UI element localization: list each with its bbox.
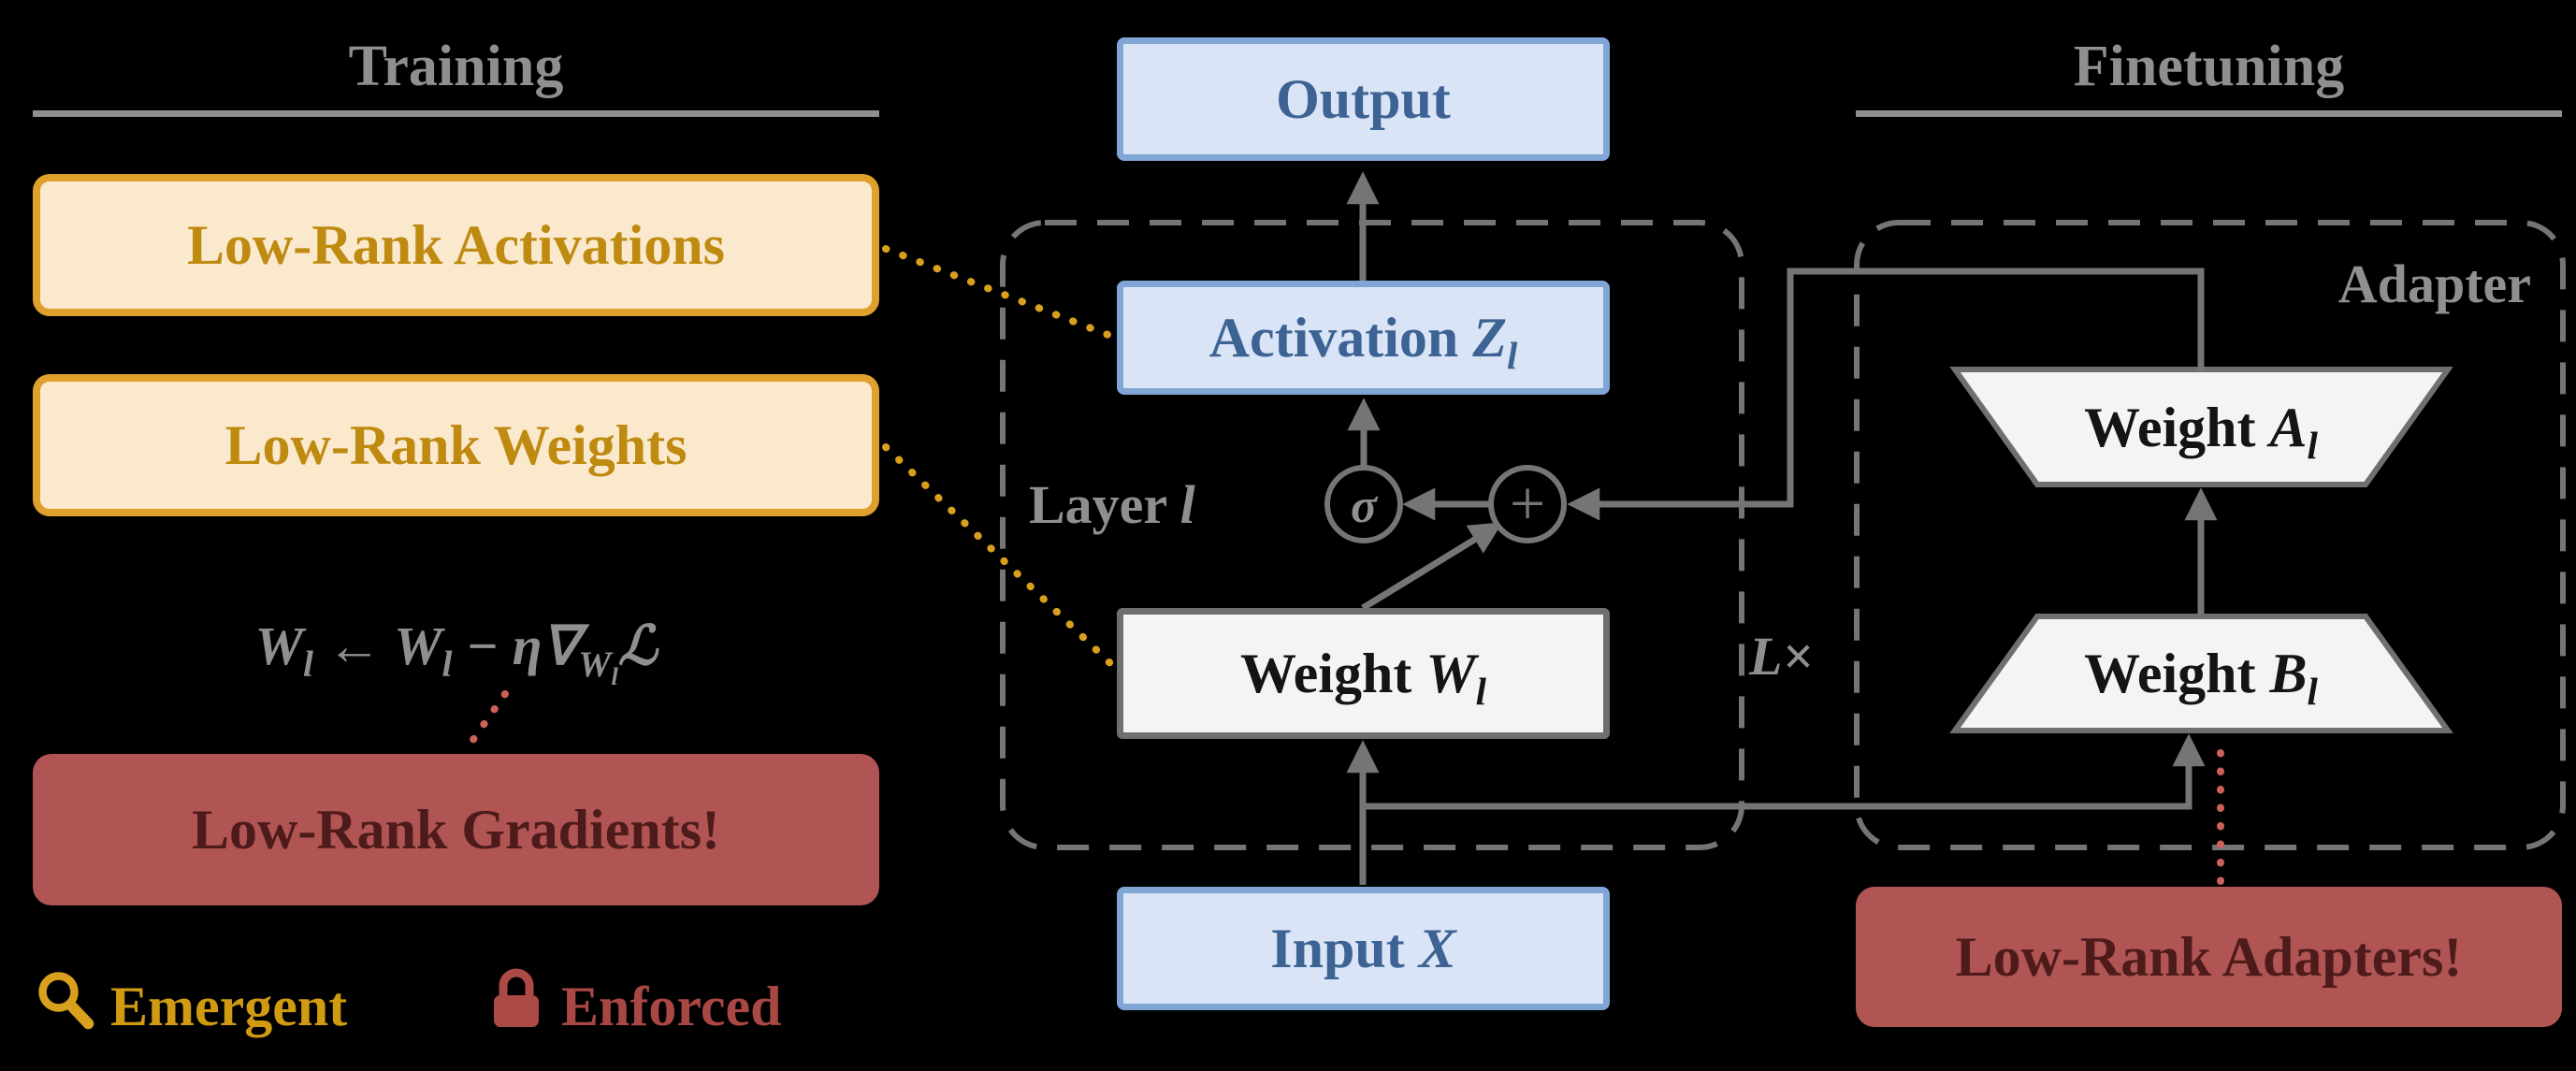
formula-minus-eta-grad: − η∇ — [452, 615, 579, 676]
formula-arrow: ← — [312, 615, 394, 676]
layer-label-var: l — [1179, 474, 1195, 535]
input-var: X — [1418, 917, 1456, 979]
legend-emergent-label: Emergent — [110, 976, 348, 1037]
weight-var: W — [1425, 642, 1476, 704]
weight-a-sub: l — [2307, 425, 2318, 467]
output-label: Output — [1276, 67, 1451, 130]
weight-a-label: Weight Al — [2037, 396, 2365, 465]
formula-w1: W — [254, 615, 304, 676]
low-rank-adapter-box: Low-Rank Adapters! — [1856, 887, 2562, 1027]
weight-a-var: A — [2269, 397, 2308, 458]
dotted-link-activations — [882, 245, 1117, 340]
magnifier-icon — [38, 972, 94, 1030]
finetuning-title: Finetuning — [2073, 35, 2345, 98]
layer-repeat-label: L× — [1749, 626, 1814, 687]
input-prefix: Input — [1270, 917, 1419, 979]
formula-grad-sub-sub: l — [611, 661, 618, 690]
adapter-label: Adapter — [2337, 253, 2531, 314]
sigma-symbol: σ — [1351, 480, 1379, 533]
lock-icon — [494, 968, 539, 1027]
training-title-rule — [33, 110, 879, 117]
formula-w2: W — [393, 615, 442, 676]
arrow-weight-to-plus — [1361, 522, 1503, 611]
activation-sub: l — [1506, 334, 1518, 377]
input-box: Input X — [1117, 887, 1610, 1010]
weight-b-label: Weight Bl — [2037, 642, 2365, 711]
weight-prefix: Weight — [1239, 642, 1426, 704]
activation-var: Z — [1472, 306, 1507, 369]
sigma-circle — [1324, 465, 1403, 543]
weight-update-formula: Wl ← Wl − η∇Wlℒ — [33, 603, 879, 689]
formula-w1-sub: l — [303, 643, 313, 685]
activation-label: Activation Zl — [1208, 306, 1518, 375]
formula-loss: ℒ — [617, 615, 658, 676]
layer-label-prefix: Layer — [1029, 474, 1180, 535]
low-rank-weights-label: Low-Rank Weights — [224, 413, 687, 476]
layer-label: Layer l — [1029, 473, 1195, 536]
weight-a-trapezoid — [1949, 367, 2453, 487]
activation-prefix: Activation — [1208, 306, 1473, 369]
finetuning-title-rule — [1856, 110, 2562, 117]
weight-b-sub: l — [2307, 671, 2318, 713]
low-rank-weights-box: Low-Rank Weights — [33, 374, 879, 516]
layer-dashed-box — [1000, 220, 1744, 850]
dotted-link-weights — [882, 443, 1117, 670]
low-rank-gradients-label: Low-Rank Gradients! — [191, 798, 721, 861]
adapter-dashed-box — [1854, 220, 2566, 850]
formula-w2-sub: l — [441, 643, 453, 685]
weight-sub: l — [1475, 670, 1487, 713]
plus-symbol: + — [1510, 468, 1545, 539]
weight-box: Weight Wl — [1117, 608, 1610, 739]
low-rank-activations-label: Low-Rank Activations — [186, 213, 726, 276]
weight-b-prefix: Weight — [2084, 643, 2270, 704]
formula-grad-sub: Wl — [578, 643, 618, 688]
low-rank-adapter-label: Low-Rank Adapters! — [1955, 925, 2463, 988]
weight-b-trapezoid — [1949, 614, 2453, 733]
formula-grad-sub-var: W — [578, 643, 612, 685]
input-label: Input X — [1270, 917, 1455, 981]
weight-b-var: B — [2269, 643, 2308, 704]
training-title: Training — [348, 35, 564, 98]
legend-enforced-label: Enforced — [561, 976, 782, 1037]
plus-circle — [1488, 465, 1567, 543]
output-box: Output — [1117, 37, 1610, 161]
arrow-input-to-adapter — [1363, 733, 2206, 810]
arrow-adapter-to-plus — [1567, 268, 2205, 521]
dotted-link-gradients — [462, 690, 509, 754]
low-rank-activations-box: Low-Rank Activations — [33, 174, 879, 316]
low-rank-gradients-box: Low-Rank Gradients! — [33, 754, 879, 905]
weight-a-prefix: Weight — [2084, 397, 2270, 458]
weight-label: Weight Wl — [1239, 642, 1486, 711]
activation-box: Activation Zl — [1117, 281, 1610, 395]
